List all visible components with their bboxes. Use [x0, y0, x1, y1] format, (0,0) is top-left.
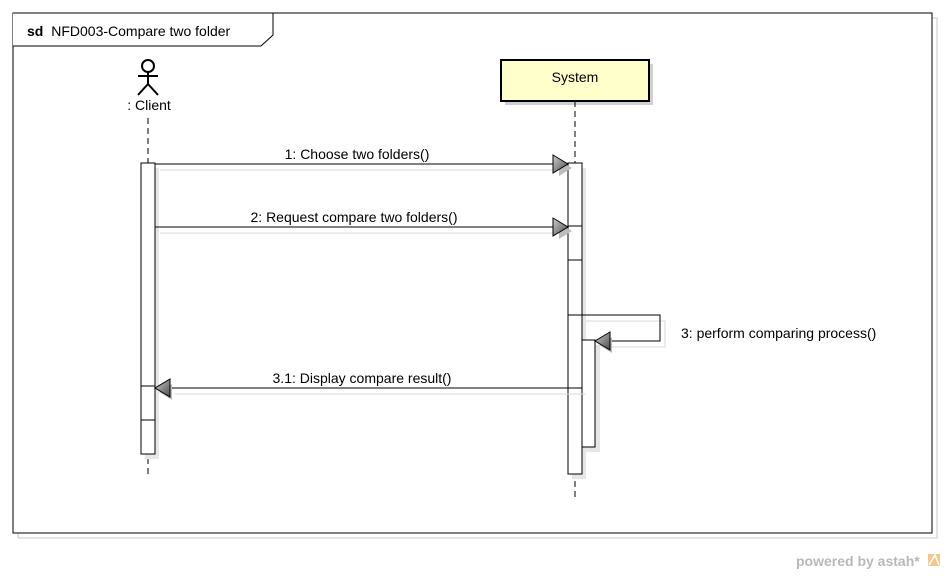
arrowhead-icon	[552, 217, 569, 237]
message-1: 1: Choose two folders()	[155, 146, 572, 176]
astah-logo-icon	[928, 553, 940, 566]
frame-keyword: sd	[27, 23, 43, 39]
message-2: 2: Request compare two folders()	[155, 209, 572, 239]
arrowhead-icon	[594, 331, 611, 351]
diagram-frame	[12, 12, 933, 534]
message-3-1-label: 3.1: Display compare result()	[273, 370, 452, 386]
message-3-label: 3: perform comparing process()	[681, 325, 876, 341]
astah-watermark: powered by astah*	[796, 553, 940, 569]
client-activation	[140, 162, 156, 455]
watermark-text: powered by astah*	[796, 553, 920, 569]
system-label: System	[552, 69, 599, 85]
message-1-label: 1: Choose two folders()	[285, 146, 430, 162]
frame-name: NFD003-Compare two folder	[51, 23, 230, 39]
message-2-label: 2: Request compare two folders()	[251, 209, 458, 225]
message-3-self: 3: perform comparing process()	[582, 314, 876, 353]
stick-figure-icon	[137, 59, 159, 96]
arrowhead-icon	[552, 154, 569, 174]
client-label: : Client	[127, 97, 171, 113]
message-3-1: 3.1: Display compare result()	[154, 370, 586, 400]
lifeline-system-head: System	[500, 59, 653, 105]
arrowhead-icon	[154, 378, 171, 398]
frame-header-tab	[13, 12, 274, 47]
system-activation	[567, 162, 583, 475]
frame-title: sd NFD003-Compare two folder	[27, 23, 231, 39]
actor-client: : Client	[127, 59, 171, 113]
